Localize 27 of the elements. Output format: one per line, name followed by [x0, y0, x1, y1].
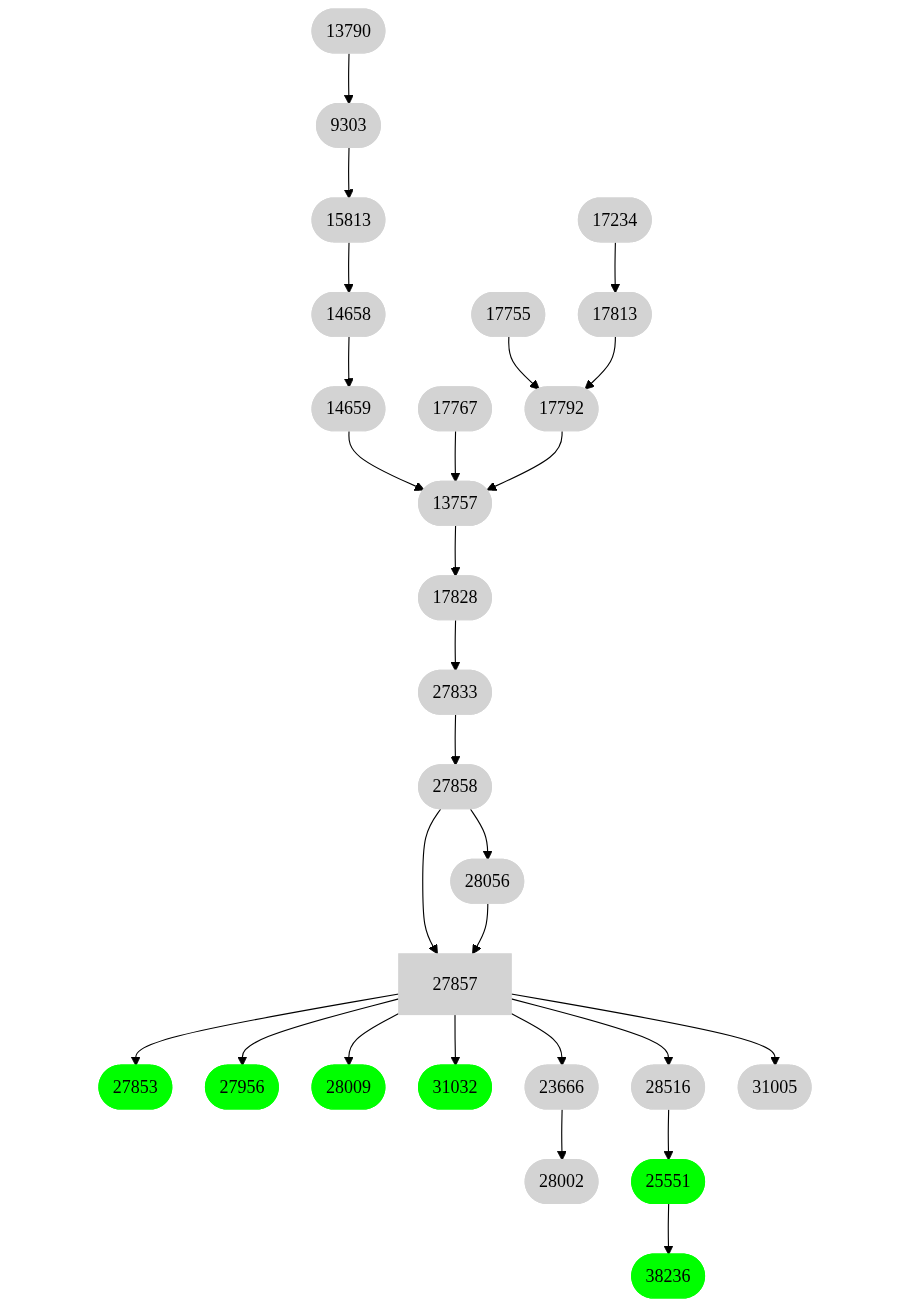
arrow — [130, 993, 400, 1067]
arrow — [469, 808, 493, 861]
arrow — [508, 336, 540, 390]
arrow — [472, 903, 489, 955]
arrow — [510, 998, 674, 1067]
arrow — [450, 430, 461, 483]
arrow — [450, 1014, 461, 1067]
arrow — [343, 1013, 400, 1067]
arrow — [450, 714, 461, 766]
arrow — [663, 1109, 674, 1161]
arrow — [486, 430, 563, 491]
arrow — [343, 52, 354, 105]
arrow — [610, 241, 621, 294]
arrow — [343, 147, 354, 199]
arrow — [663, 1203, 674, 1256]
arrow — [450, 619, 461, 672]
arrow — [343, 241, 354, 294]
arrow — [343, 336, 354, 388]
arrow — [348, 430, 425, 491]
arrow — [584, 336, 616, 390]
arrow — [510, 1013, 567, 1067]
arrow — [556, 1109, 567, 1161]
arrow — [237, 998, 400, 1067]
arrow — [510, 993, 780, 1067]
arrow — [450, 525, 461, 577]
node-box: 27857 — [398, 953, 512, 1016]
arrow — [422, 808, 442, 955]
